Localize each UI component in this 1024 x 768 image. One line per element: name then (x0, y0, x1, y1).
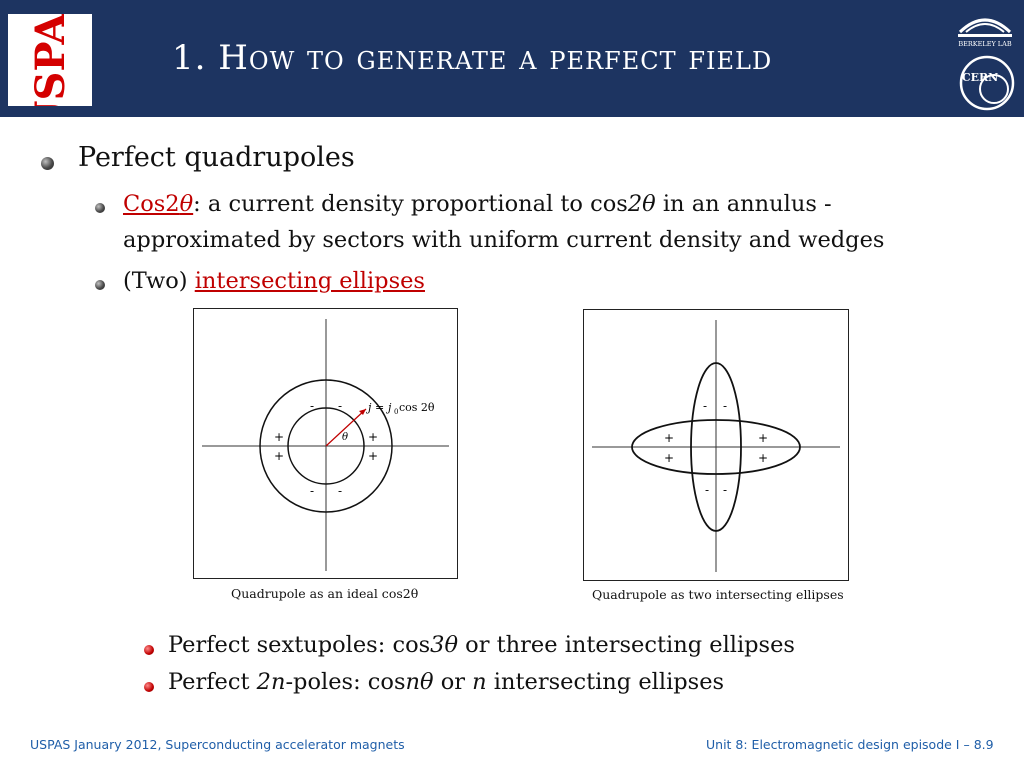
svg-text:j: j (365, 401, 372, 414)
radius-arrow (325, 408, 367, 447)
bullet-npoles: Perfect 2n-poles: cosnθ or n intersectin… (168, 669, 725, 695)
svg-text:-: - (338, 399, 342, 413)
bullet-dot (144, 645, 154, 655)
svg-text:+: + (664, 451, 674, 465)
bullet-sextupoles: Perfect sextupoles: cos3θ or three inter… (168, 632, 795, 658)
svg-text:+: + (758, 451, 768, 465)
svg-text:+: + (274, 430, 284, 444)
svg-text:-: - (705, 483, 709, 497)
svg-text:-: - (338, 484, 342, 498)
svg-text:+: + (274, 449, 284, 463)
svg-text:BERKELEY LAB: BERKELEY LAB (958, 40, 1011, 48)
bullet-dot (95, 280, 105, 290)
svg-text:+: + (758, 431, 768, 445)
cern-logo: CERN (959, 55, 1015, 111)
bullet-dot (95, 203, 105, 213)
svg-text:CERN: CERN (962, 71, 998, 84)
bullet-intersecting-ellipses: (Two) intersecting ellipses (123, 268, 425, 294)
svg-text:cos 2θ: cos 2θ (399, 401, 435, 414)
inner-annulus (287, 407, 365, 485)
svg-text:-: - (310, 484, 314, 498)
caption-left: Quadrupole as an ideal cos2θ (231, 586, 419, 601)
header-bar: USPAS 1. How to generate a perfect field… (0, 0, 1024, 117)
svg-text:-: - (703, 399, 707, 413)
svg-text:θ: θ (342, 432, 348, 443)
ellipses-diagram: - - - - + + + + (592, 320, 840, 572)
caption-right: Quadrupole as two intersecting ellipses (592, 587, 844, 602)
svg-text:-: - (723, 399, 727, 413)
cos2theta-link[interactable]: Cos2θ (123, 191, 194, 217)
bullet-cos2theta: Cos2θ: a current density proportional to… (123, 191, 885, 253)
intersecting-ellipses-link[interactable]: intersecting ellipses (194, 268, 425, 294)
svg-text:+: + (368, 430, 378, 444)
outer-annulus (259, 379, 393, 513)
svg-text:j: j (385, 401, 392, 414)
svg-text:=: = (375, 401, 384, 414)
footer-left: USPAS January 2012, Superconducting acce… (30, 737, 405, 752)
bullet-dot (41, 157, 54, 170)
footer-right: Unit 8: Electromagnetic design episode I… (706, 737, 994, 752)
bullet-perfect-quadrupoles: Perfect quadrupoles (78, 142, 355, 173)
svg-text:-: - (723, 483, 727, 497)
vertical-ellipse (690, 362, 742, 532)
svg-text:-: - (310, 399, 314, 413)
cos2theta-diagram: θ j = j 0 cos 2θ - - - - + + + + (202, 319, 449, 571)
berkeley-lab-logo: BERKELEY LAB (958, 18, 1012, 48)
uspas-logo: USPAS (8, 14, 92, 106)
svg-text:0: 0 (394, 408, 398, 416)
svg-text:USPAS: USPAS (27, 14, 74, 106)
horizontal-ellipse (631, 419, 801, 475)
svg-text:+: + (368, 449, 378, 463)
figure-cos2theta: θ j = j 0 cos 2θ - - - - + + + + (193, 308, 458, 579)
page-title: 1. How to generate a perfect field (172, 38, 773, 78)
bullet-dot (144, 682, 154, 692)
figure-ellipses: - - - - + + + + (583, 309, 849, 581)
svg-text:+: + (664, 431, 674, 445)
